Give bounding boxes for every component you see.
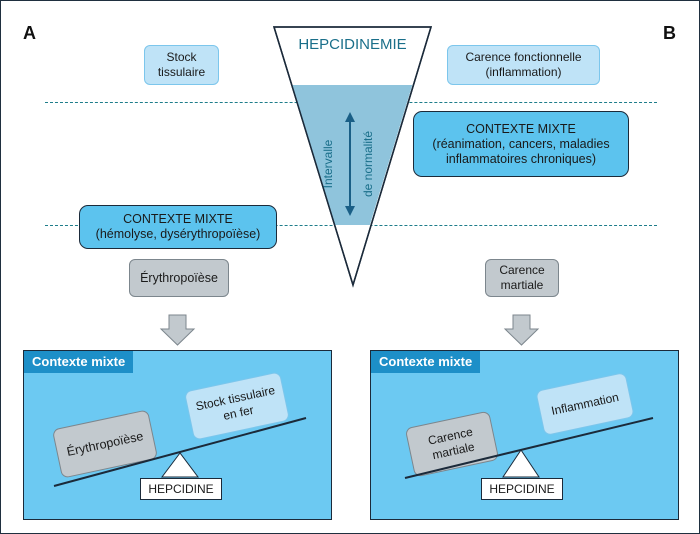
corner-label-b: B xyxy=(663,23,676,43)
right-panel-hepcidine-label: HEPCIDINE xyxy=(481,478,563,500)
carence-martiale-line2: martiale xyxy=(500,278,544,292)
normal-range-label-line2: de normalité xyxy=(361,131,375,197)
left-panel-hepcidine-label: HEPCIDINE xyxy=(140,478,222,500)
erythropoiese-box: Érythropoïèse xyxy=(129,259,229,297)
normal-range-arrow-up xyxy=(345,112,355,122)
normal-range-label-line1: Intervalle xyxy=(321,139,335,188)
carence-martiale-box: Carence martiale xyxy=(485,259,559,297)
normal-range-arrow-down xyxy=(345,206,355,216)
right-mixed-line1: CONTEXTE MIXTE xyxy=(466,121,576,136)
left-mixed-line2: (hémolyse, dysérythropoïèse) xyxy=(95,227,261,241)
right-mixed-line2: (réanimation, cancers, maladies xyxy=(432,136,610,151)
right-balance-panel: Contexte mixte Carence martiale Inflamma… xyxy=(370,350,679,520)
funnel-title: HEPCIDINEMIE xyxy=(298,36,407,53)
right-panel-beam xyxy=(404,417,654,479)
left-mixed-line1: CONTEXTE MIXTE xyxy=(123,212,233,226)
left-balance-panel: Contexte mixte Érythropoïèse Stock tissu… xyxy=(23,350,332,520)
right-panel-title: Contexte mixte xyxy=(371,351,481,373)
right-down-arrow xyxy=(503,314,540,346)
stock-tissulaire-line1: Stock xyxy=(166,50,197,64)
stock-tissulaire-box: Stock tissulaire xyxy=(144,45,219,85)
corner-label-a: A xyxy=(23,23,36,43)
left-panel-balance xyxy=(53,417,307,487)
right-mixed-line3: inflammatoires chroniques) xyxy=(445,151,597,166)
normal-range-band xyxy=(291,85,413,225)
carence-martiale-line1: Carence xyxy=(499,263,545,277)
left-down-arrow xyxy=(159,314,196,346)
carence-fonctionnelle-line1: Carence fonctionnelle xyxy=(465,50,582,64)
right-panel-balance xyxy=(404,417,654,479)
left-panel-title: Contexte mixte xyxy=(24,351,134,373)
funnel-outline xyxy=(272,26,433,288)
carence-fonctionnelle-box: Carence fonctionnelle (inflammation) xyxy=(447,45,600,85)
left-mixed-context-box: CONTEXTE MIXTE (hémolyse, dysérythropoïè… xyxy=(79,205,277,249)
right-mixed-context-box: CONTEXTE MIXTE (réanimation, cancers, ma… xyxy=(413,111,629,177)
erythropoiese-label: Érythropoïèse xyxy=(140,270,218,285)
stock-tissulaire-line2: tissulaire xyxy=(157,65,206,79)
left-panel-fulcrum xyxy=(161,452,199,478)
left-panel-beam xyxy=(53,417,307,487)
right-panel-fulcrum xyxy=(502,449,540,478)
carence-fonctionnelle-line2: (inflammation) xyxy=(485,65,562,79)
